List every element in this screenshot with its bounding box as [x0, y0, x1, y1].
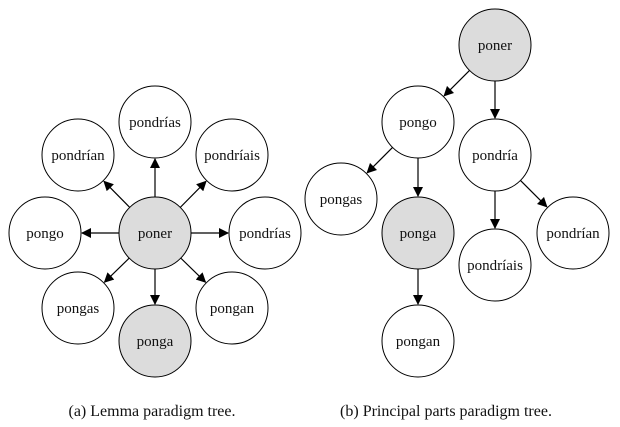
node-circle-b-pongas	[304, 162, 378, 236]
node-circle-a-pondrias-top	[118, 85, 192, 159]
edge-a-poner-to-a-pongan	[180, 257, 207, 283]
node-circle-b-pondria	[458, 118, 532, 192]
node-label-b-pondrian: pondrían	[546, 226, 600, 242]
node-a-ponga: ponga	[118, 304, 192, 378]
node-label-a-pondrias-right: pondrías	[239, 226, 291, 242]
node-a-pongo: pongo	[8, 196, 82, 270]
node-label-b-pongan: pongan	[396, 334, 441, 350]
node-label-b-pongo: pongo	[399, 115, 437, 131]
node-a-pongan: pongan	[195, 271, 269, 345]
node-label-b-pongas: pongas	[320, 192, 363, 208]
edge-b-pondria-to-b-pondrian	[520, 180, 548, 208]
node-circle-a-pongo	[8, 196, 82, 270]
node-circle-a-pondrian	[41, 118, 115, 192]
node-label-b-pondriais: pondríais	[467, 258, 523, 274]
node-a-poner: poner	[118, 196, 192, 270]
node-circle-b-pondriais	[458, 228, 532, 302]
node-b-pongan: pongan	[381, 304, 455, 378]
node-circle-a-pondriais	[195, 118, 269, 192]
node-circle-b-pongo	[381, 85, 455, 159]
node-circle-a-pongan	[195, 271, 269, 345]
node-label-b-ponga: ponga	[400, 226, 437, 242]
edge-b-poner-to-b-pongo	[443, 70, 470, 97]
node-b-pongo: pongo	[381, 85, 455, 159]
node-b-pondriais: pondríais	[458, 228, 532, 302]
node-a-pondrian: pondrían	[41, 118, 115, 192]
node-b-pondria: pondría	[458, 118, 532, 192]
node-label-a-poner: poner	[138, 226, 172, 242]
node-label-a-pongo: pongo	[26, 226, 64, 242]
node-label-a-pongas: pongas	[57, 301, 100, 317]
node-label-a-ponga: ponga	[137, 334, 174, 350]
node-circle-a-poner	[118, 196, 192, 270]
node-label-b-pondria: pondría	[472, 148, 518, 164]
node-label-a-pongan: pongan	[210, 301, 255, 317]
node-a-pondrias-top: pondrías	[118, 85, 192, 159]
caption-lemma-tree: (a) Lemma paradigm tree.	[68, 403, 235, 420]
node-circle-a-ponga	[118, 304, 192, 378]
edge-a-poner-to-a-pondriais	[179, 180, 207, 208]
node-a-pongas: pongas	[41, 271, 115, 345]
caption-principal-parts-tree: (b) Principal parts paradigm tree.	[340, 403, 552, 420]
node-a-pondriais: pondríais	[195, 118, 269, 192]
edge-a-poner-to-a-pongas	[103, 257, 130, 283]
node-label-a-pondrian: pondrían	[51, 148, 105, 164]
edge-a-poner-to-a-pondrian	[103, 180, 131, 208]
node-a-pondrias-right: pondrías	[228, 196, 302, 270]
edge-b-pongo-to-b-pongas	[366, 147, 393, 174]
node-circle-b-poner	[458, 8, 532, 82]
node-b-poner: poner	[458, 8, 532, 82]
node-circle-a-pongas	[41, 271, 115, 345]
node-circle-b-pongan	[381, 304, 455, 378]
node-label-a-pondrias-top: pondrías	[129, 115, 181, 131]
node-circle-b-pondrian	[536, 196, 610, 270]
node-b-pongas: pongas	[304, 162, 378, 236]
node-b-ponga: ponga	[381, 196, 455, 270]
node-b-pondrian: pondrían	[536, 196, 610, 270]
node-label-a-pondriais: pondríais	[204, 148, 260, 164]
principal-parts-paradigm-tree: poner pongo pondría pongas ponga pondríais pon…	[304, 8, 610, 378]
lemma-paradigm-tree: poner pondrías pondrían pondríais pongo pondr…	[8, 85, 302, 378]
node-label-b-poner: poner	[478, 38, 512, 54]
node-circle-a-pondrias-right	[228, 196, 302, 270]
node-circle-b-ponga	[381, 196, 455, 270]
